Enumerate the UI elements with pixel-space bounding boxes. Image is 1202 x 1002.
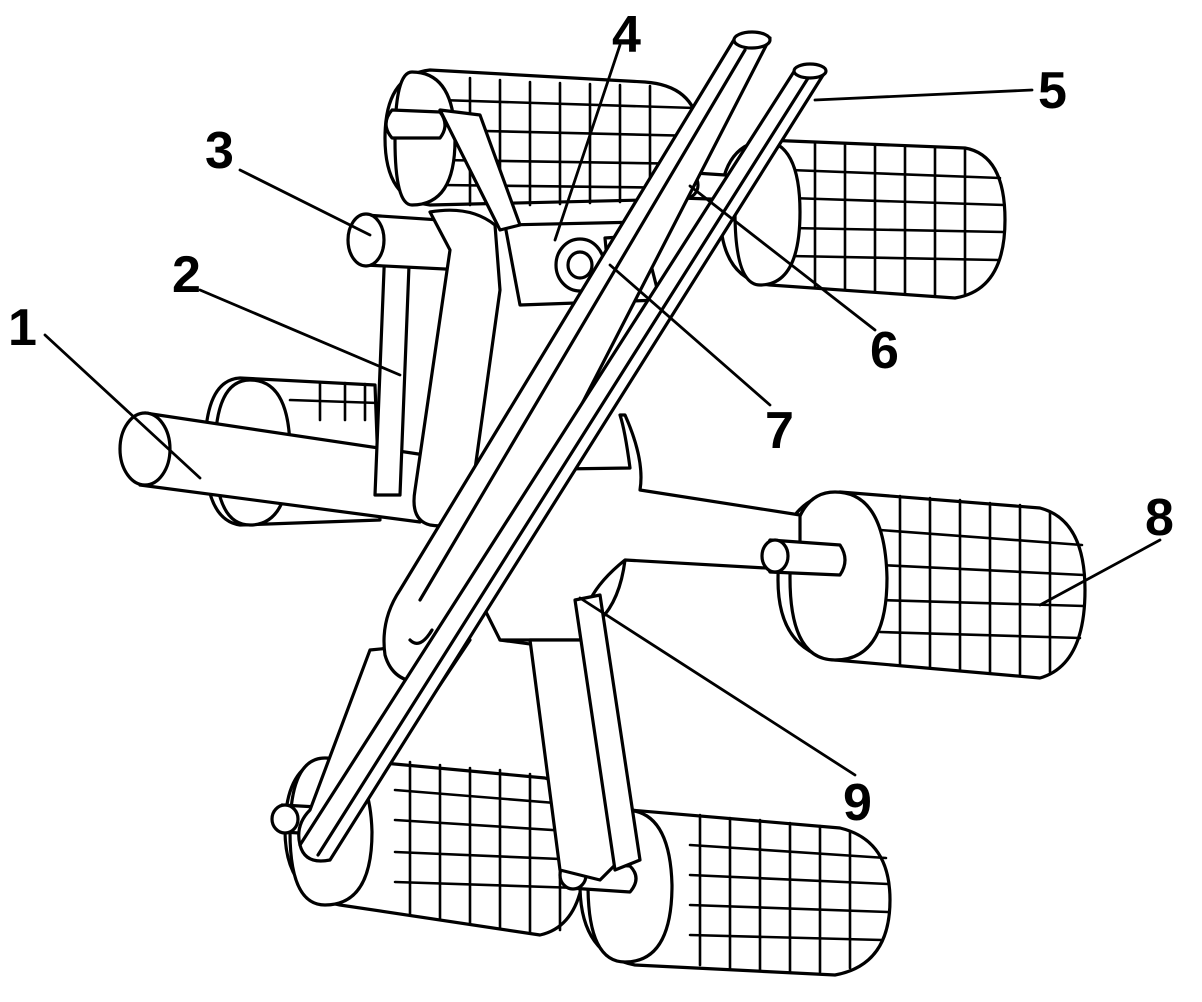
roller-bottom-left-mesh <box>393 760 586 934</box>
label-1: 1 <box>8 299 37 357</box>
roller-bottom-right-mesh <box>688 813 890 974</box>
leader-2 <box>198 288 402 377</box>
part-labels: 1 2 3 4 5 6 7 8 9 <box>8 6 1174 832</box>
label-3: 3 <box>205 122 234 180</box>
label-4: 4 <box>612 6 641 64</box>
leader-7 <box>608 263 772 407</box>
roller-right-middle-mesh <box>878 494 1086 676</box>
leader-4 <box>553 43 622 242</box>
label-2: 2 <box>172 246 201 304</box>
leader-9 <box>578 596 857 777</box>
leader-8 <box>1038 538 1162 607</box>
roller-right-middle <box>776 490 1087 680</box>
rod-5 <box>298 62 828 863</box>
label-8: 8 <box>1145 489 1174 547</box>
pin-right-middle <box>760 538 847 577</box>
label-6: 6 <box>870 322 899 380</box>
label-5: 5 <box>1038 62 1067 120</box>
leader-6 <box>688 184 877 332</box>
arm-upper-left <box>438 108 522 232</box>
label-9: 9 <box>843 774 872 832</box>
leader-1 <box>43 333 202 480</box>
label-7: 7 <box>765 402 794 460</box>
leader-3 <box>238 168 372 237</box>
leader-lines <box>43 43 1162 777</box>
roller-right-upper-mesh <box>788 140 1006 298</box>
roller-top-back <box>383 68 702 207</box>
leader-5 <box>813 88 1034 102</box>
